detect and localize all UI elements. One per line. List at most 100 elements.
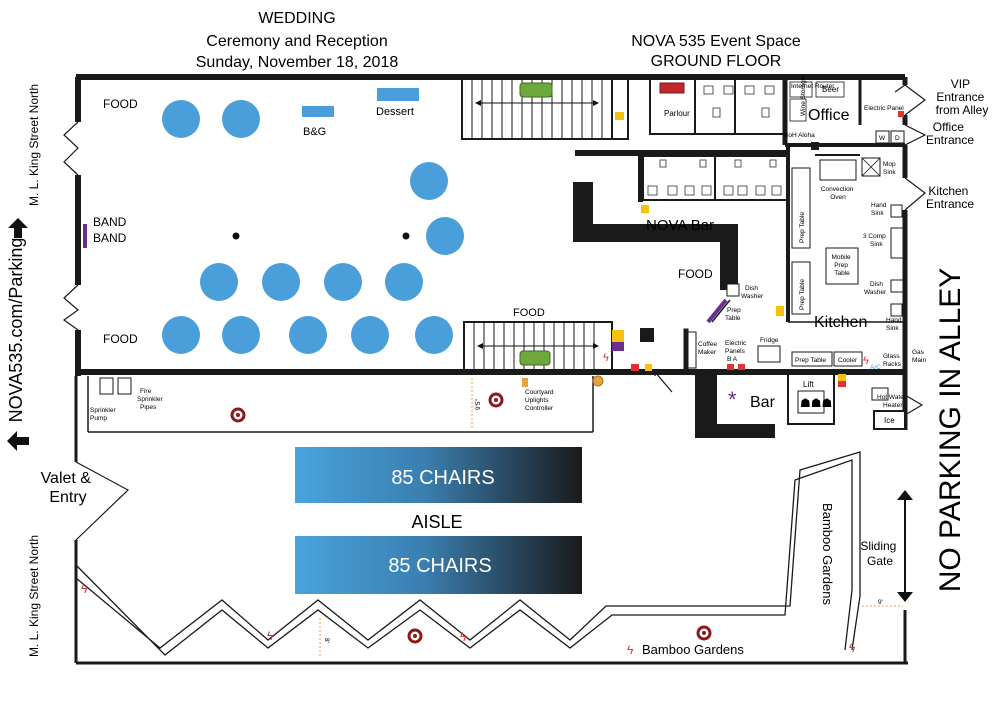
mobile-prep-table-label: Mobile Prep Table — [832, 254, 853, 277]
coffee-maker-label: Coffee Maker — [698, 341, 719, 356]
svg-text:ϟ: ϟ — [267, 629, 274, 643]
dish-washer-bar — [726, 283, 740, 297]
ice-label: Ice — [884, 416, 895, 425]
mop-sink-label: Mop Sink — [883, 161, 897, 176]
ac-label: A/C — [870, 364, 881, 371]
planter-pots — [230, 392, 712, 644]
marker-yellow-5 — [776, 306, 784, 316]
door-swing — [654, 371, 673, 393]
venue-name: NOVA 535 Event Space — [631, 33, 801, 50]
bamboo-gardens-border — [75, 451, 861, 656]
hot-water-label: Hot Water Heater — [877, 394, 908, 409]
marker-yellow-2 — [612, 330, 624, 342]
power-icon: ϟ — [603, 352, 609, 364]
bg-table — [302, 106, 334, 117]
toilets-bar — [647, 159, 782, 196]
prep-table-row-label: Prep Table — [795, 357, 826, 364]
marker-yellow-4 — [641, 205, 649, 213]
band-label-1: BAND — [93, 215, 127, 229]
right-door-marks — [894, 84, 927, 211]
kitchen-label: Kitchen — [814, 314, 867, 331]
hand-sink-2-label: Hand Sink — [886, 317, 903, 332]
svg-text:ϟ: ϟ — [81, 582, 88, 596]
office-entrance: Office Entrance — [926, 120, 974, 147]
kitchen-entrance: Kitchen Entrance — [926, 184, 974, 211]
event-date: Sunday, November 18, 2018 — [196, 54, 399, 71]
sprinkler-pump — [99, 377, 114, 395]
street-lower: M. L. King Street North — [27, 535, 41, 657]
courtyard-light — [592, 375, 604, 387]
stairs-top — [461, 78, 613, 140]
venue-floor: GROUND FLOOR — [651, 53, 782, 70]
round-table — [415, 316, 453, 354]
round-table — [351, 316, 389, 354]
round-table — [289, 316, 327, 354]
lift-people-icon: ☗☗☗ — [800, 396, 832, 410]
marker-yellow-3 — [645, 364, 652, 371]
office-label: Office — [808, 107, 850, 124]
parlour-sofa — [659, 82, 685, 94]
marker-red-1 — [631, 364, 639, 371]
ice-box — [873, 410, 906, 430]
marker-yellow-1 — [615, 112, 624, 120]
prep-table-bar-label: Prep Table — [725, 307, 743, 322]
prep-table-2 — [791, 261, 811, 315]
chairs-block-bottom — [295, 536, 582, 594]
gate-arrow-down-icon — [897, 592, 913, 602]
chairs-bottom-label: 85 CHAIRS — [388, 555, 491, 577]
aisle-label: AISLE — [411, 512, 462, 532]
convection-oven — [819, 159, 857, 181]
food-stairs: FOOD — [513, 307, 545, 319]
dessert-label: Dessert — [376, 106, 414, 118]
power-icon: ϟ — [863, 355, 869, 367]
marker-red-2 — [838, 381, 846, 387]
column — [232, 232, 240, 240]
dryer-label: D — [895, 135, 900, 142]
round-table — [426, 217, 464, 255]
washer — [875, 130, 890, 144]
round-table — [162, 100, 200, 138]
panel-b — [727, 364, 734, 370]
round-table — [162, 316, 200, 354]
prep-table-1 — [791, 167, 811, 249]
food-top-left: FOOD — [103, 97, 138, 111]
round-tables — [162, 100, 464, 354]
bamboo-right: Bamboo Gardens — [820, 503, 835, 605]
bg-label: B&G — [303, 126, 326, 138]
stairs-bottom — [463, 321, 613, 371]
courtyard-controller — [522, 378, 528, 387]
toilets-top — [703, 85, 775, 118]
chairs-top-label: 85 CHAIRS — [391, 467, 494, 489]
prep-table-2-label: Prep Table — [799, 279, 806, 310]
bar-purple-line — [706, 298, 728, 324]
hand-sink-1-label: Hand Sink — [871, 202, 888, 217]
washer-label: W — [879, 135, 886, 142]
chairs-block-top — [295, 447, 582, 503]
parking-link[interactable]: NOVA535.com/Parking — [6, 238, 26, 423]
parking-arrow-left-icon — [7, 431, 29, 451]
alley-notice: NO PARKING IN ALLEY — [934, 268, 967, 593]
left-doors — [62, 121, 130, 541]
kitchen-walls — [786, 145, 905, 323]
gas-main-label: Gas Main — [912, 349, 926, 364]
glass-racks-label: Glass Racks — [883, 353, 902, 368]
gate-arrow-up-icon — [897, 490, 913, 500]
internet-router: Internet Router — [791, 83, 835, 90]
convection-oven-label: Convection Oven — [821, 186, 855, 201]
outer-walls — [74, 74, 908, 665]
electric-panels-label: Electric Panels B A — [725, 340, 748, 363]
fire-sprinkler-label: Fire Sprinkler Pipes — [137, 388, 164, 411]
three-comp-sink — [890, 227, 904, 259]
column-block — [640, 328, 654, 342]
sliding-gate-label: Sliding Gate — [860, 539, 899, 568]
bar-area — [695, 372, 775, 438]
office-area — [785, 79, 905, 147]
boh-aloha: BoH Aloha — [784, 132, 815, 139]
dim-8: 8' — [323, 638, 330, 643]
parlour-label: Parlour — [664, 109, 690, 118]
round-table — [410, 162, 448, 200]
street-upper: M. L. King Street North — [27, 84, 41, 206]
